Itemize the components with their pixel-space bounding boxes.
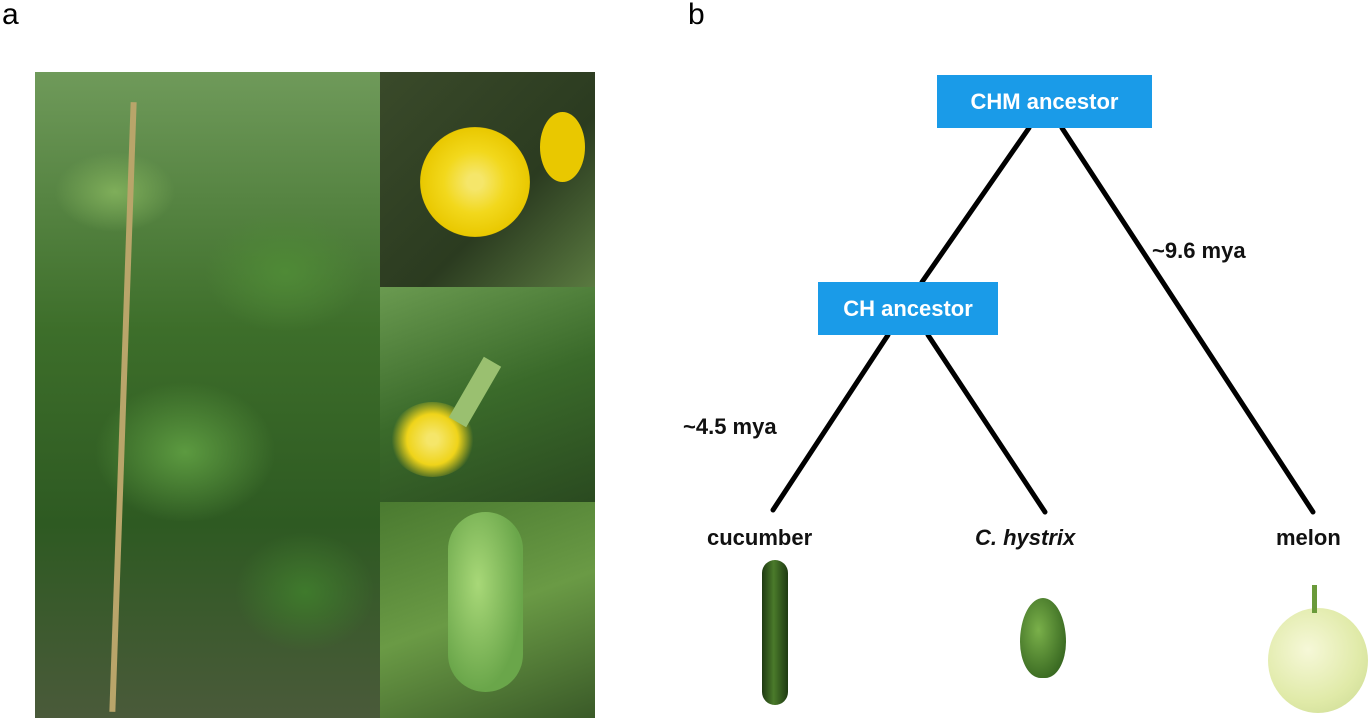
melon-image: [1268, 608, 1368, 713]
melon-stem: [1312, 585, 1317, 613]
node-ch-ancestor: CH ancestor: [818, 282, 998, 335]
panel-label-b: b: [688, 0, 705, 31]
fruit-photo: [380, 502, 595, 718]
branch-ch-cucumber: [770, 332, 891, 513]
branch-label-melon: ~9.6 mya: [1152, 238, 1246, 263]
branch-root-melon: [1059, 125, 1316, 515]
leaf-cucumber: cucumber: [707, 525, 813, 550]
branch-ch-hystrix: [925, 332, 1048, 515]
node-chm-ancestor: CHM ancestor: [937, 75, 1152, 128]
branch-root-ch: [919, 125, 1032, 285]
leaf-melon: melon: [1276, 525, 1341, 550]
male-flower-photo: [380, 72, 595, 287]
panel-label-a: a: [2, 0, 19, 31]
plant-photo: [35, 72, 380, 718]
cucumber-image: [762, 560, 788, 705]
c-hystrix-image: [1020, 598, 1066, 678]
branch-label-cucumber: ~4.5 mya: [683, 414, 777, 439]
female-flower-photo: [380, 287, 595, 502]
leaf-c-hystrix: C. hystrix: [975, 525, 1076, 550]
